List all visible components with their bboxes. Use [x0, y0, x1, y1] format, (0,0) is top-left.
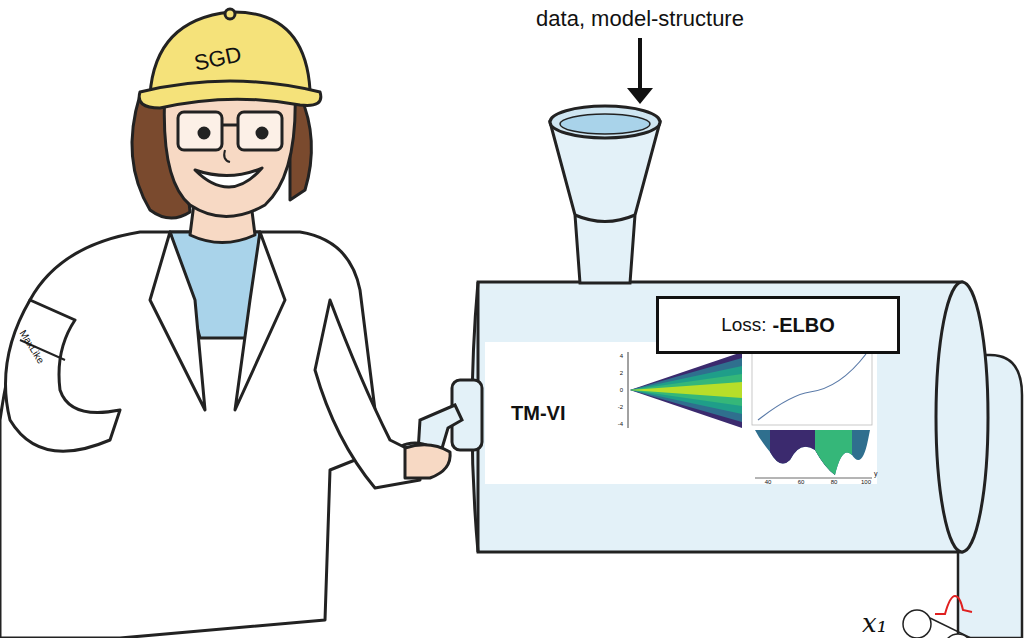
funnel	[550, 106, 660, 283]
fan-chart	[628, 352, 742, 428]
tick-label: 40	[765, 479, 772, 485]
tick-label: -2	[618, 404, 623, 410]
tick-label: 80	[831, 479, 838, 485]
method-panel: TM-VI	[485, 342, 877, 484]
axis-label: y	[874, 470, 878, 477]
scientist-figure	[0, 9, 450, 638]
grinder-body	[472, 282, 988, 552]
loss-label: Loss:	[721, 314, 766, 336]
tick-label: 100	[861, 479, 871, 485]
network-fragment	[903, 596, 975, 638]
panel-ground	[485, 342, 877, 484]
tick-label: 0	[620, 387, 623, 393]
tick-label: -4	[618, 421, 623, 427]
input-arrow	[638, 38, 642, 96]
node-variable: x₁	[862, 610, 887, 636]
tick-label: 2	[620, 370, 623, 376]
tick-label: 60	[798, 479, 805, 485]
tick-label: 4	[620, 353, 623, 359]
arrow-head	[627, 88, 653, 104]
method-name: TM-VI	[511, 402, 565, 425]
loss-name: -ELBO	[773, 314, 835, 337]
input-label: data, model-structure	[536, 8, 744, 30]
loss-box: Loss: -ELBO	[656, 296, 900, 354]
density-chart	[755, 430, 872, 478]
curve-chart	[752, 350, 872, 425]
